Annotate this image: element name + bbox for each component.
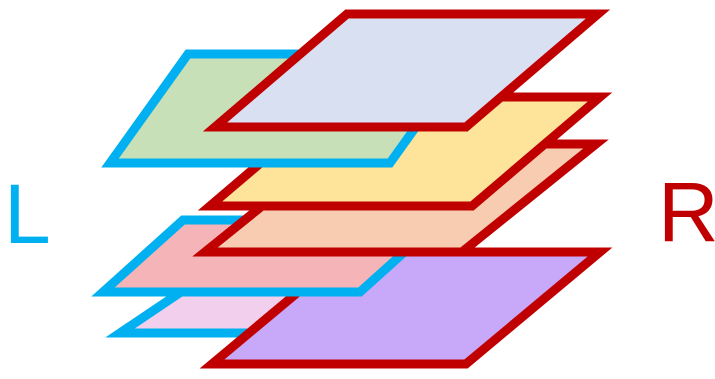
layer-right-top: [202, 9, 611, 132]
right-label: R: [658, 165, 715, 259]
left-label: L: [4, 167, 51, 261]
